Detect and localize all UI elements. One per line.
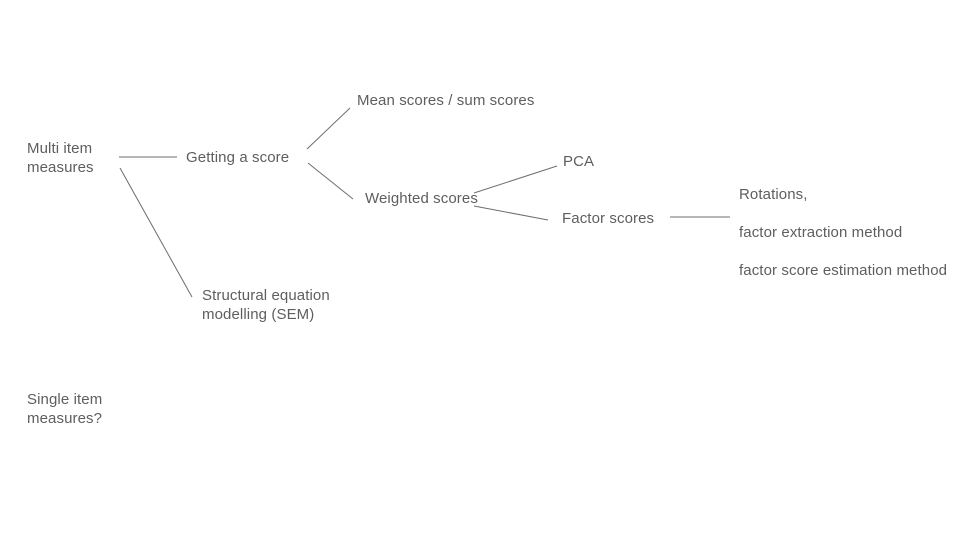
node-pca: PCA bbox=[563, 153, 595, 170]
connector-getting-to-mean bbox=[306, 107, 351, 150]
node-factor-scores: Factor scores bbox=[562, 210, 655, 227]
node-factor-details: Rotations, factor extraction method fact… bbox=[739, 186, 948, 279]
node-getting-a-score: Getting a score bbox=[186, 149, 290, 166]
node-single-item-measures: Single item measures? bbox=[27, 391, 103, 427]
connector-weighted-to-factor bbox=[473, 205, 549, 221]
node-weighted-scores: Weighted scores bbox=[365, 190, 478, 207]
node-structural-equation-modelling: Structural equation modelling (SEM) bbox=[202, 287, 330, 323]
node-multi-item-measures: Multi item measures bbox=[27, 140, 94, 176]
connector-weighted-to-pca bbox=[473, 165, 558, 194]
connector-getting-to-weighted bbox=[307, 162, 354, 200]
connector-multi-to-sem bbox=[119, 167, 193, 298]
node-mean-sum-scores: Mean scores / sum scores bbox=[357, 92, 535, 109]
